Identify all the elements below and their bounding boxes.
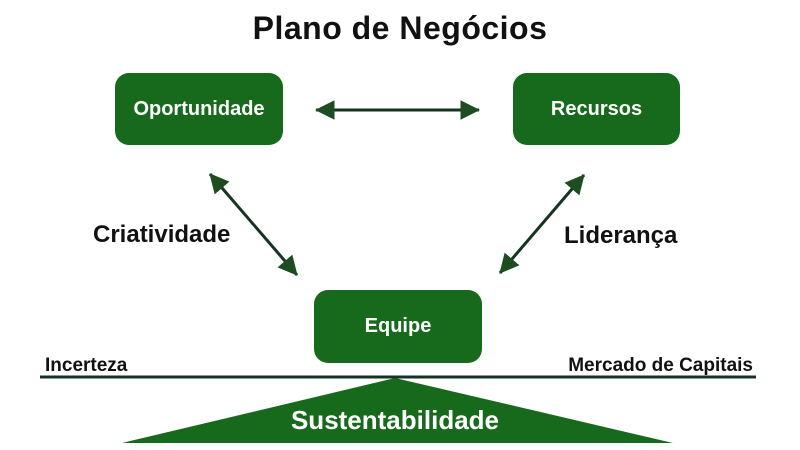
edge-label-lideranca: Liderança (564, 222, 678, 249)
node-equipe-label: Equipe (364, 315, 432, 337)
double-arrow-oportunidade-equipe (208, 173, 299, 276)
edge-label-criatividade: Criatividade (93, 221, 231, 248)
foundation-label-sustentabilidade: Sustentabilidade (290, 405, 500, 435)
node-recursos: Recursos (513, 73, 680, 145)
baseline-label-mercado-de-capitais: Mercado de Capitais (568, 355, 753, 376)
node-oportunidade: Oportunidade (115, 73, 283, 145)
node-recursos-label: Recursos (550, 97, 643, 120)
baseline-label-incerteza: Incerteza (45, 355, 128, 376)
page-title: Plano de Negócios (252, 10, 548, 46)
node-oportunidade-label: Oportunidade (133, 97, 265, 120)
node-equipe: Equipe (314, 290, 482, 363)
double-arrow-recursos-equipe (498, 174, 586, 274)
sustainability-triangle-shape (122, 378, 673, 443)
